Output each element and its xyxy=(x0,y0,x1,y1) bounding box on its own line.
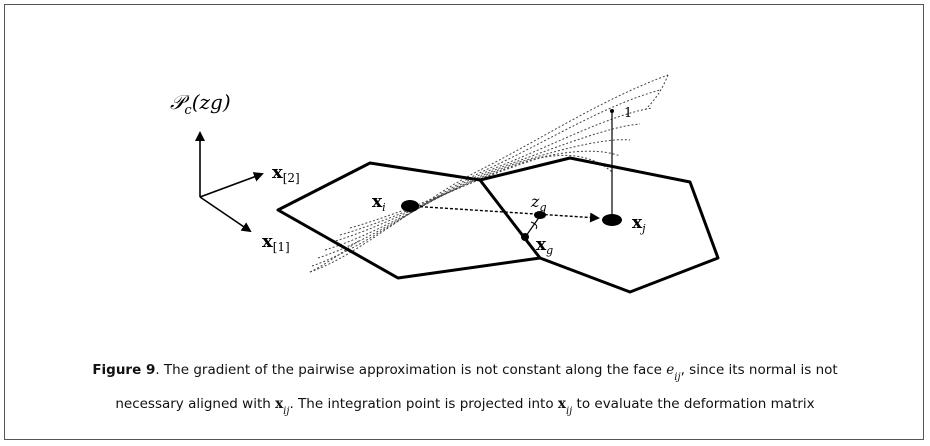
caption-line-1: Figure 9. The gradient of the pairwise a… xyxy=(92,362,838,383)
figure-number: Figure 9 xyxy=(92,362,156,378)
figure-caption: Figure 9. The gradient of the pairwise a… xyxy=(20,357,910,425)
label-xi: xi xyxy=(372,192,386,214)
point-zg xyxy=(534,211,546,219)
label-xg: xg xyxy=(536,235,553,257)
label-x2: x[2] xyxy=(272,162,300,185)
point-xi xyxy=(401,200,419,212)
label-one: 1 xyxy=(624,106,632,121)
caption-line-2: necessary aligned with xij. The integrat… xyxy=(115,396,815,417)
vector-symbol-2: x xyxy=(557,396,566,412)
label-x1: x[1] xyxy=(262,231,290,254)
figure-diagram: 𝒫c(zg) x[2] x[1] xi xj xg zg 1 xyxy=(170,74,720,294)
x2-axis xyxy=(199,172,264,198)
points xyxy=(401,109,622,241)
label-probability: 𝒫c(zg) xyxy=(170,90,231,118)
x1-axis xyxy=(199,196,252,233)
figure-labels: 𝒫c(zg) x[2] x[1] xi xj xg zg 1 xyxy=(170,90,646,257)
label-xj: xj xyxy=(632,213,646,235)
figure-frame xyxy=(4,4,924,440)
coordinate-axes xyxy=(195,131,264,233)
point-xg xyxy=(521,233,529,241)
point-xj xyxy=(602,214,622,226)
point-one xyxy=(610,109,614,113)
approximation-surface xyxy=(309,74,669,273)
vector-symbol: x xyxy=(275,396,284,412)
projection-lines xyxy=(409,111,613,237)
label-zg: zg xyxy=(530,192,546,214)
left-polygon xyxy=(276,161,542,280)
right-polygon xyxy=(479,156,720,294)
face-symbol: e xyxy=(666,362,675,378)
mesh-polygons xyxy=(276,156,720,294)
